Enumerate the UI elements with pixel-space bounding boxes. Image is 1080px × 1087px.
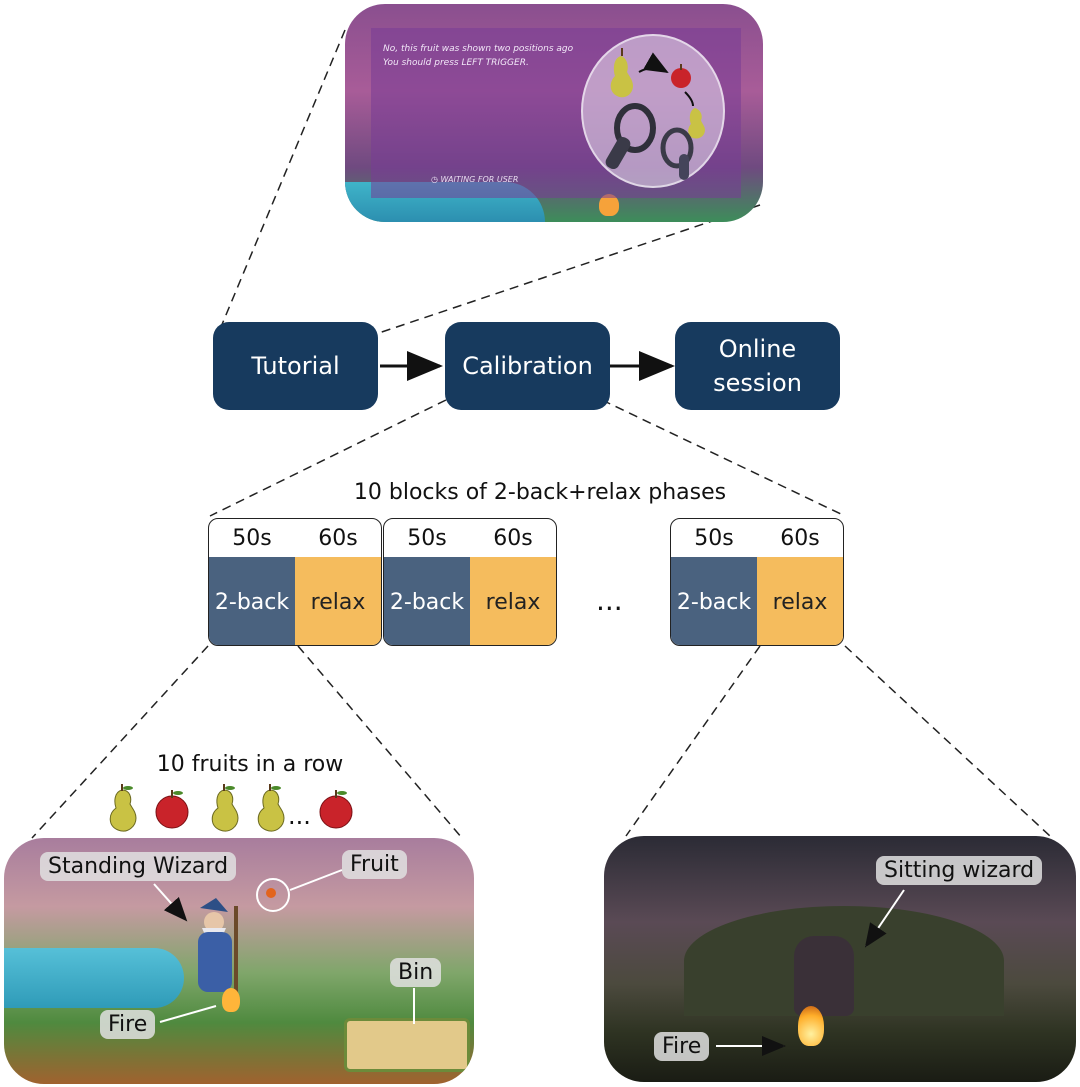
relax-phase: relax bbox=[470, 557, 556, 645]
feedback-message: No, this fruit was shown two positions a… bbox=[383, 44, 574, 68]
apple-icon bbox=[319, 790, 353, 829]
task-duration: 50s bbox=[407, 526, 447, 551]
calibration-box: Calibration bbox=[445, 322, 610, 410]
pear-icon bbox=[688, 108, 705, 139]
online-session-box: Online session bbox=[675, 322, 840, 410]
apple-icon bbox=[155, 790, 189, 829]
relax-duration: 60s bbox=[780, 526, 820, 551]
relax-phase: relax bbox=[757, 557, 843, 645]
zoom-line-bl-left bbox=[31, 645, 209, 839]
zoom-line-top-left bbox=[212, 29, 346, 347]
task-duration: 50s bbox=[694, 526, 734, 551]
campfire bbox=[798, 1006, 824, 1046]
sitting-wizard-label: Sitting wizard bbox=[876, 856, 1043, 885]
two-back-phase: 2-back bbox=[384, 557, 470, 645]
waiting-status: ◷ WAITING FOR USER bbox=[431, 175, 519, 184]
bin-object bbox=[344, 1018, 470, 1072]
pear-icon bbox=[211, 784, 239, 832]
fire-label: Fire bbox=[100, 1010, 156, 1039]
tutorial-box: Tutorial bbox=[213, 322, 378, 410]
fruit-highlight-circle bbox=[256, 878, 290, 912]
river bbox=[4, 948, 184, 1008]
pear-icon bbox=[610, 48, 633, 98]
relax-scene-panel: Sitting wizard Fire bbox=[604, 836, 1076, 1082]
block-2: 50s 60s 2-back relax bbox=[383, 518, 557, 646]
fire-label: Fire bbox=[654, 1032, 710, 1061]
task-duration: 50s bbox=[232, 526, 272, 551]
fruit-sequence: ... bbox=[109, 784, 353, 832]
relax-duration: 60s bbox=[493, 526, 533, 551]
two-back-phase: 2-back bbox=[671, 557, 757, 645]
fruits-caption: 10 fruits in a row bbox=[156, 752, 344, 777]
calibration-caption: 10 blocks of 2-back+relax phases bbox=[353, 480, 727, 505]
fruit-label: Fruit bbox=[342, 850, 407, 879]
campfire bbox=[222, 988, 240, 1012]
annotation-arrows bbox=[716, 889, 905, 1056]
controller-hint-circle bbox=[581, 34, 725, 188]
pear-icon bbox=[257, 784, 285, 832]
annotation-arrows bbox=[153, 869, 415, 1024]
block-1: 50s 60s 2-back relax bbox=[208, 518, 382, 646]
campfire bbox=[599, 194, 619, 216]
pear-icon bbox=[109, 784, 137, 832]
zoom-line-bl-right bbox=[297, 645, 463, 839]
relax-phase: relax bbox=[295, 557, 381, 645]
relax-duration: 60s bbox=[318, 526, 358, 551]
standing-wizard-label: Standing Wizard bbox=[40, 852, 237, 881]
zoom-line-br-left bbox=[625, 645, 761, 837]
block-10: 50s 60s 2-back relax bbox=[670, 518, 844, 646]
sitting-wizard-figure bbox=[794, 936, 854, 1016]
fruits-ellipsis: ... bbox=[288, 802, 311, 830]
standing-wizard-figure bbox=[198, 898, 238, 1006]
two-back-phase: 2-back bbox=[209, 557, 295, 645]
zoom-line-top-right bbox=[351, 204, 761, 343]
two-back-scene-panel: Standing Wizard Fruit Bin Fire bbox=[4, 838, 474, 1084]
bin-label: Bin bbox=[390, 958, 442, 987]
vr-controller-icon bbox=[605, 103, 694, 180]
apple-icon bbox=[671, 64, 691, 88]
zoom-line-br-right bbox=[844, 645, 1051, 837]
tutorial-screenshot-panel: No, this fruit was shown two positions a… bbox=[345, 4, 763, 222]
blocks-ellipsis: ... bbox=[596, 584, 623, 617]
fruit-sprite bbox=[266, 888, 276, 898]
